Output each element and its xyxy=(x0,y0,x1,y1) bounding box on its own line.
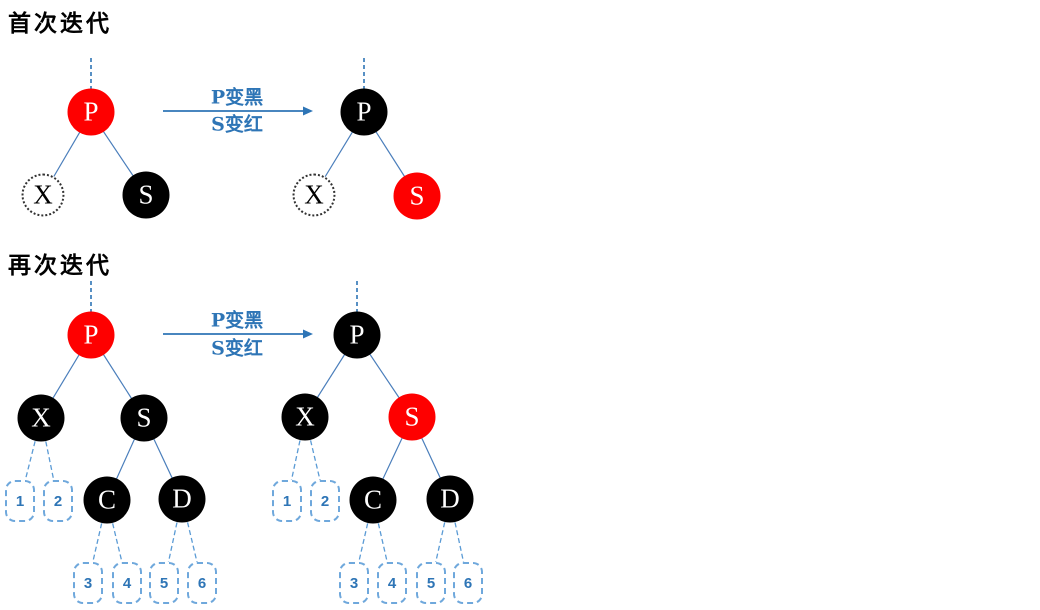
iter1-after-node-P: P xyxy=(340,88,388,136)
iter1-after-node-X: X xyxy=(292,173,336,217)
iter2-before-leaf-6: 6 xyxy=(187,562,217,604)
iter2-after-leaf-3: 3 xyxy=(339,562,369,604)
iter2-before-node-C: C xyxy=(83,476,131,524)
iter1-transform-arrow-icon xyxy=(163,106,313,116)
iter2-arrow-label-line2: S变红 xyxy=(211,337,263,360)
iter2-before-leaf-5: 5 xyxy=(149,562,179,604)
iter2-transform-arrow-icon xyxy=(163,329,313,339)
iter1-after-node-S: S xyxy=(393,172,441,220)
iter2-before-node-X: X xyxy=(17,394,65,442)
iter1-before-node-X: X xyxy=(21,173,65,217)
iter2-after-leaf-2: 2 xyxy=(310,480,340,522)
iter2-before-node-S: S xyxy=(120,394,168,442)
iter2-after-leaf-5: 5 xyxy=(416,562,446,604)
section-title-first-iteration: 首次迭代 xyxy=(8,10,112,37)
iter2-after-leaf-4: 4 xyxy=(377,562,407,604)
iter1-before-node-P: P xyxy=(67,88,115,136)
iter1-arrow-label-line1: P变黑 xyxy=(210,86,264,109)
iter2-before-leaf-3: 3 xyxy=(73,562,103,604)
iter2-after-node-P: P xyxy=(333,311,381,359)
iter2-after-leaf-6: 6 xyxy=(453,562,483,604)
iter2-before-leaf-4: 4 xyxy=(112,562,142,604)
iter2-before-leaf-1: 1 xyxy=(5,480,35,522)
iter2-after-node-S: S xyxy=(388,393,436,441)
iter1-arrow-label-line2: S变红 xyxy=(211,113,263,136)
iter2-after-node-C: C xyxy=(349,476,397,524)
iter2-after-node-D: D xyxy=(426,475,474,523)
iter2-after-node-X: X xyxy=(281,393,329,441)
iter2-after-leaf-1: 1 xyxy=(272,480,302,522)
iter2-before-leaf-2: 2 xyxy=(43,480,73,522)
iter1-before-node-S: S xyxy=(122,171,170,219)
iter2-arrow-label-line1: P变黑 xyxy=(210,309,264,332)
iter2-before-node-D: D xyxy=(158,475,206,523)
section-title-second-iteration: 再次迭代 xyxy=(8,252,112,279)
iter2-before-node-P: P xyxy=(67,311,115,359)
